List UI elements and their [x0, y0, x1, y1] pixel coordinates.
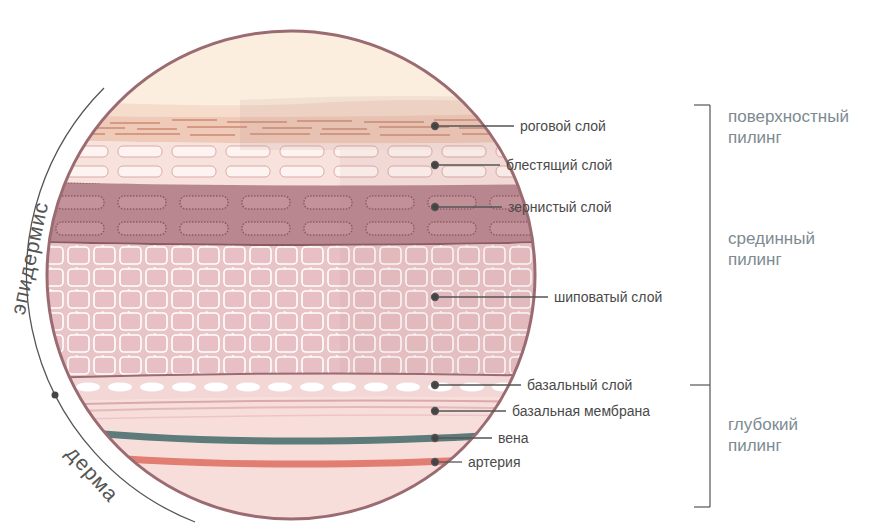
- vessel-label: вена: [498, 429, 529, 447]
- layer-label: блестящий слой: [506, 156, 612, 174]
- layer-label: шиповатый слой: [554, 288, 662, 306]
- layer-label: базальная мембрана: [512, 402, 650, 420]
- peel-depth-label: срединный пилинг: [728, 228, 815, 270]
- layer-label: базальный слой: [527, 376, 632, 394]
- peel-depth-label: поверхностный пилинг: [728, 106, 849, 148]
- layer-label: роговой слой: [520, 117, 606, 135]
- region-label: дерма: [61, 441, 123, 507]
- vessel-label: артерия: [468, 453, 521, 471]
- peel-depth-label: глубокий пилинг: [728, 414, 798, 456]
- layer-label: зернистый слой: [508, 198, 612, 216]
